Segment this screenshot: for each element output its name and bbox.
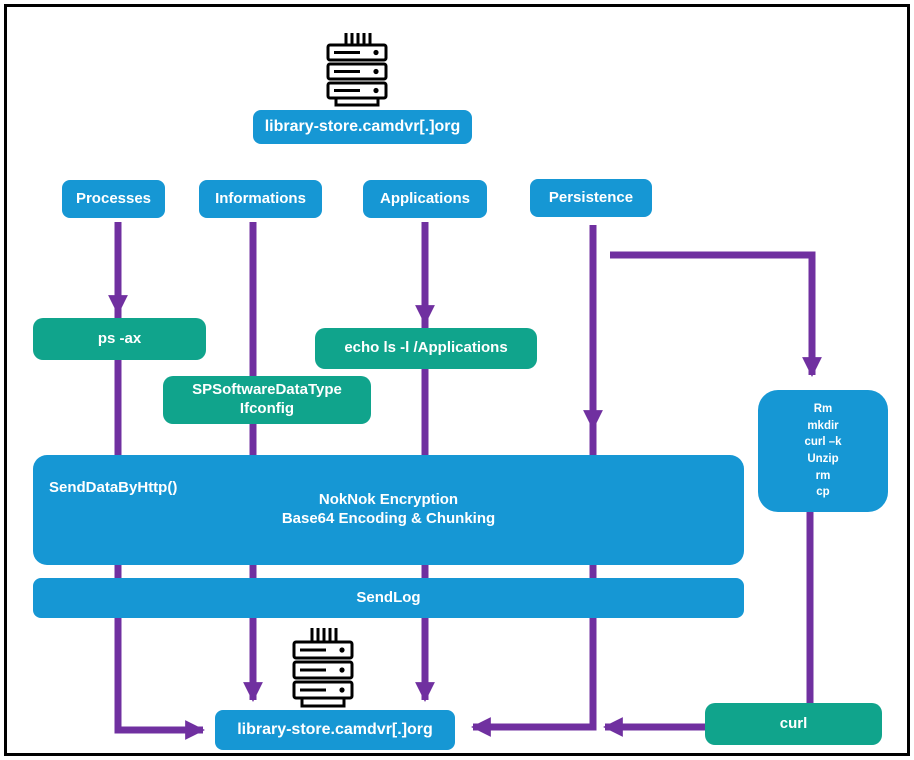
command-spsoftware-line2: Ifconfig (239, 400, 295, 417)
category-applications: Applications (363, 180, 487, 218)
encryption-box: SendDataByHttp() NokNok Encryption Base6… (33, 455, 744, 565)
c2-top-text: library-store.camdvr[.]org (264, 118, 461, 135)
command-spsoftware-line1: SPSoftwareDataType (192, 381, 342, 399)
persistence-cmd-rm-upper: Rm (813, 402, 833, 415)
category-processes-label: Processes (75, 189, 152, 207)
c2-server-top-label: library-store.camdvr[.]org (253, 110, 472, 144)
command-curl: curl (705, 703, 882, 745)
category-applications-label: Applications (379, 189, 470, 207)
server-icon (326, 33, 388, 107)
category-persistence: Persistence (530, 179, 652, 217)
command-curl-label: curl (779, 714, 808, 732)
persistence-commands-box: Rm mkdir curl –k Unzip rm cp (758, 390, 888, 512)
command-echo-label: echo ls -l /Applications (344, 339, 508, 357)
category-processes: Processes (62, 180, 165, 218)
persistence-cmd-curl-k: curl –k (804, 436, 842, 449)
persistence-cmd-mkdir: mkdir (807, 419, 839, 432)
command-spsoftware: SPSoftwareDataType Ifconfig (163, 376, 371, 424)
c2-server-bottom-label: library-store.camdvr[.]org (215, 710, 455, 750)
sendlog-bar: SendLog (33, 578, 744, 618)
sendlog-label: SendLog (356, 588, 421, 606)
c2-bottom-text: library-store.camdvr[.]org (237, 721, 433, 738)
category-persistence-label: Persistence (548, 188, 634, 206)
category-informations-label: Informations (215, 189, 306, 207)
command-ps-ax-label: ps -ax (97, 329, 142, 347)
arrow-persistence-to-commands (610, 251, 822, 377)
command-echo-applications: echo ls -l /Applications (315, 328, 537, 369)
persistence-cmd-rm-lower: rm (815, 469, 831, 482)
send-data-by-http-label: SendDataByHttp() (49, 479, 178, 496)
arrow-processes-to-bottom-c2 (114, 222, 205, 740)
command-ps-ax: ps -ax (33, 318, 206, 360)
encryption-line2: Base64 Encoding & Chunking (281, 510, 496, 527)
server-icon (292, 628, 354, 708)
category-informations: Informations (199, 180, 322, 218)
persistence-cmd-cp: cp (816, 486, 830, 499)
encryption-line1: NokNok Encryption (318, 491, 459, 509)
persistence-cmd-unzip: Unzip (807, 453, 839, 465)
